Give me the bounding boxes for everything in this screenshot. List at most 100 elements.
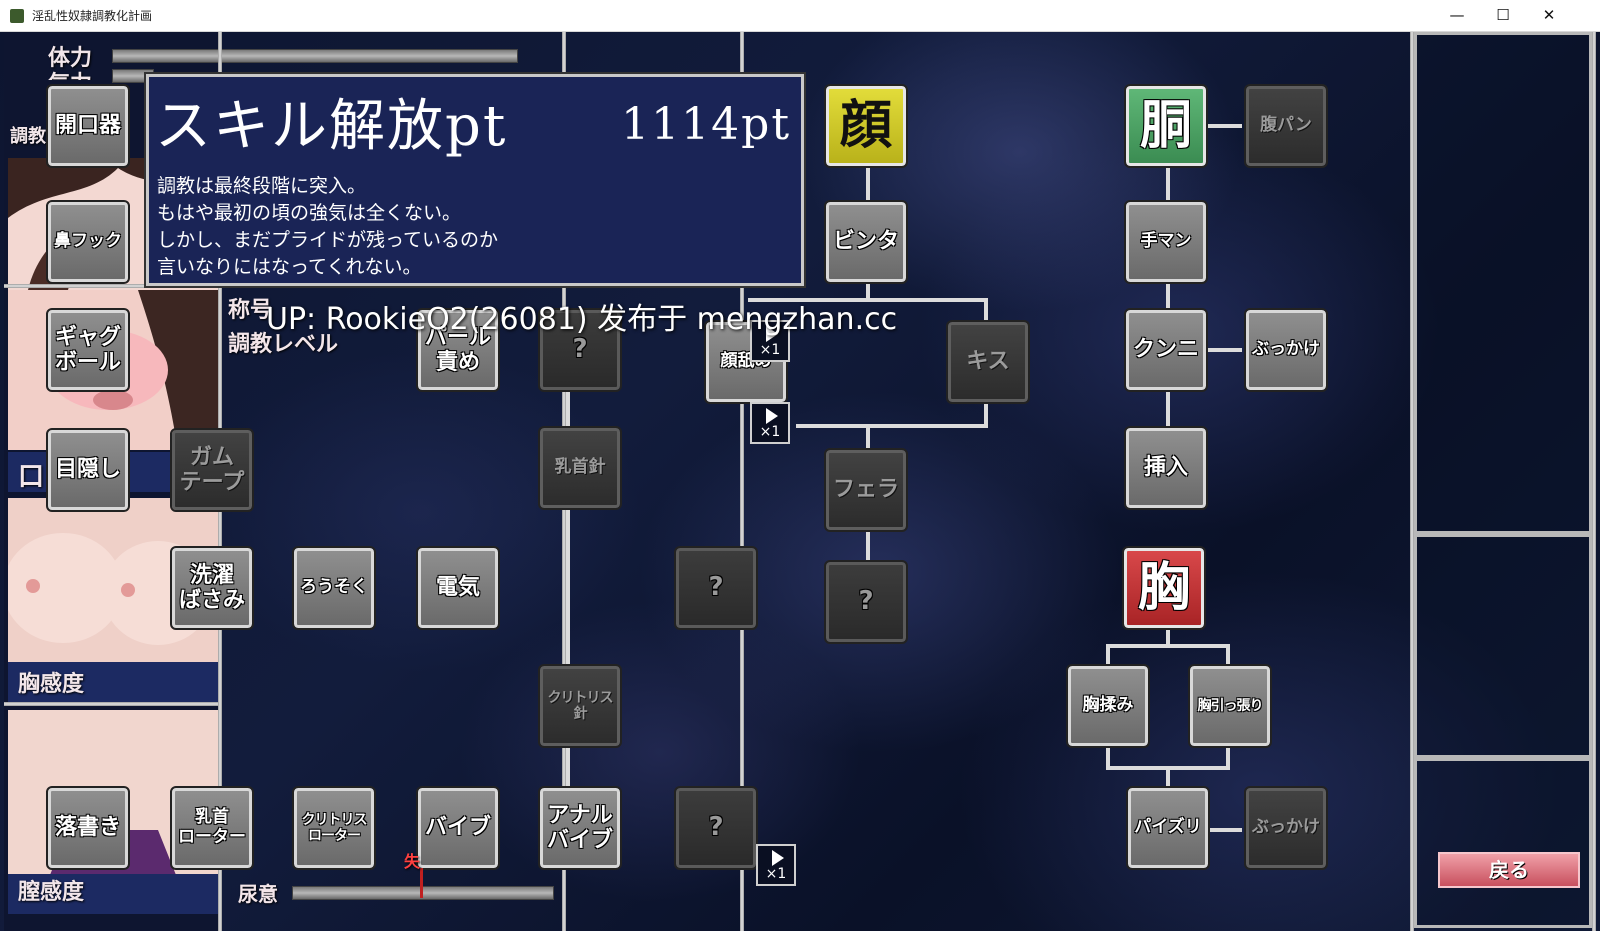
- tree-connector: [1206, 348, 1242, 352]
- skill-binta[interactable]: ビンタ: [824, 200, 908, 284]
- skill-info-panel: スキル解放pt 1114pt 調教は最終段階に突入。 もはや最初の頃の強気は全く…: [146, 74, 804, 286]
- skill-rousoku[interactable]: ろうそく: [292, 546, 376, 630]
- tree-connector: [866, 424, 870, 450]
- skill-unknown[interactable]: ?: [674, 786, 758, 870]
- vagina-sensitivity-label: 膣感度: [18, 880, 85, 905]
- tree-connector: [1206, 828, 1242, 832]
- tree-connector: [1226, 644, 1230, 666]
- tree-connector: [1206, 124, 1242, 128]
- skill-bukkake-locked[interactable]: ぶっかけ: [1244, 786, 1328, 870]
- minimize-button[interactable]: —: [1449, 6, 1465, 24]
- skill-fera[interactable]: フェラ: [824, 448, 908, 532]
- training-level-label: 調教レベル: [228, 332, 339, 357]
- skill-baibu[interactable]: バイブ: [416, 786, 500, 870]
- tree-connector: [1166, 282, 1170, 310]
- skill-gyagubooru[interactable]: ギャグ ボール: [46, 308, 130, 392]
- multiplier-badge[interactable]: ×1: [750, 320, 790, 362]
- tree-connector: [1166, 624, 1170, 646]
- skill-kuritorisuroota[interactable]: クリトリス ローター: [292, 786, 376, 870]
- skill-hanafukku[interactable]: 鼻フック: [46, 200, 130, 284]
- window-title: 淫乱性奴隷調教化計画: [32, 9, 153, 23]
- skill-sentakubasami[interactable]: 洗濯 ばさみ: [170, 546, 254, 630]
- tree-connector: [984, 402, 988, 428]
- tree-connector: [566, 746, 570, 786]
- tree-connector: [1166, 766, 1170, 786]
- category-torso[interactable]: 胴: [1124, 84, 1208, 168]
- window-titlebar: 淫乱性奴隷調教化計画 — ☐ ✕: [0, 0, 1600, 32]
- tree-connector: [1226, 746, 1230, 768]
- tree-connector: [1166, 166, 1170, 202]
- tree-connector: [866, 166, 870, 202]
- skill-munehippari[interactable]: 胸引っ張り: [1188, 664, 1272, 748]
- failure-label: 失: [404, 852, 421, 871]
- skill-points-value: 1114pt: [621, 99, 791, 150]
- skill-teman[interactable]: 手マン: [1124, 200, 1208, 284]
- tree-connector: [566, 508, 570, 668]
- skill-kisu[interactable]: キス: [946, 320, 1030, 404]
- back-button[interactable]: 戻る: [1438, 852, 1580, 888]
- skill-denki[interactable]: 電気: [416, 546, 500, 630]
- training-label: 調教: [10, 126, 46, 147]
- skill-gamuteepu[interactable]: ガム テープ: [170, 428, 254, 512]
- skill-paizuri[interactable]: パイズリ: [1126, 786, 1210, 870]
- skill-munemomi[interactable]: 胸揉み: [1066, 664, 1150, 748]
- title-label: 称号: [228, 298, 273, 323]
- skill-harapan[interactable]: 腹パン: [1244, 84, 1328, 168]
- play-arrow-icon: [772, 850, 784, 866]
- skill-unknown[interactable]: ?: [824, 560, 908, 644]
- tree-connector: [796, 424, 988, 428]
- divider: [4, 284, 218, 288]
- tree-connector: [866, 282, 870, 300]
- app-icon: [10, 9, 24, 23]
- multiplier-count: ×1: [759, 342, 781, 358]
- close-button[interactable]: ✕: [1542, 6, 1556, 24]
- skill-rakugaki[interactable]: 落書き: [46, 786, 130, 870]
- multiplier-count: ×1: [765, 866, 787, 882]
- description-line: 言いなりにはなってくれない。: [157, 256, 422, 278]
- tree-connector: [748, 298, 988, 302]
- urine-bar: [292, 886, 554, 900]
- skill-sounyuu[interactable]: 挿入: [1124, 426, 1208, 510]
- right-panel-bottom: [1414, 758, 1592, 928]
- description-line: しかし、まだプライドが残っているのか: [157, 229, 499, 251]
- skill-kubibari[interactable]: 乳首針: [538, 426, 622, 510]
- divider: [4, 702, 218, 706]
- skill-unknown[interactable]: ?: [674, 546, 758, 630]
- skill-mekakushi[interactable]: 目隠し: [46, 428, 130, 512]
- stamina-label: 体力: [48, 46, 93, 71]
- skill-chikubiroota[interactable]: 乳首 ローター: [170, 786, 254, 870]
- skill-unknown[interactable]: ?: [538, 308, 622, 392]
- urine-label: 尿意: [238, 882, 278, 906]
- urine-threshold-marker: [420, 868, 423, 898]
- maximize-button[interactable]: ☐: [1496, 6, 1510, 24]
- multiplier-badge[interactable]: ×1: [750, 402, 790, 444]
- skill-kuritorisubari[interactable]: クリトリス 針: [538, 664, 622, 748]
- divider: [1410, 32, 1414, 931]
- description-line: 調教は最終段階に突入。: [157, 175, 367, 197]
- skill-kaikouki[interactable]: 開口器: [46, 84, 130, 168]
- tree-connector: [984, 298, 988, 324]
- right-panel-top: [1414, 32, 1592, 534]
- tree-connector: [1106, 746, 1110, 768]
- skill-paaruzeme[interactable]: パール 責め: [416, 308, 500, 392]
- spirit-label: 気力: [48, 66, 92, 80]
- divider: [1592, 32, 1596, 931]
- breast-sensitivity-bar: [8, 662, 218, 702]
- right-panel-middle: [1414, 534, 1592, 758]
- skill-bukkake[interactable]: ぶっかけ: [1244, 308, 1328, 392]
- description-line: もはや最初の頃の強気は全くない。: [157, 202, 462, 224]
- multiplier-count: ×1: [759, 424, 781, 440]
- mouth-label: 口: [18, 462, 45, 492]
- skill-points-title: スキル解放pt: [155, 94, 508, 159]
- vagina-sensitivity-bar: [8, 874, 218, 914]
- skill-anarubaibu[interactable]: アナル バイブ: [538, 786, 622, 870]
- tree-connector: [1166, 390, 1170, 428]
- tree-connector: [566, 392, 570, 432]
- play-arrow-icon: [766, 408, 778, 424]
- multiplier-badge[interactable]: ×1: [756, 844, 796, 886]
- category-face[interactable]: 顔: [824, 84, 908, 168]
- skill-kunni[interactable]: クンニ: [1124, 308, 1208, 392]
- game-screen: 体力 気力 調教 口 胸感度 膣感度: [0, 32, 1600, 931]
- divider: [740, 32, 744, 931]
- category-chest[interactable]: 胸: [1122, 546, 1206, 630]
